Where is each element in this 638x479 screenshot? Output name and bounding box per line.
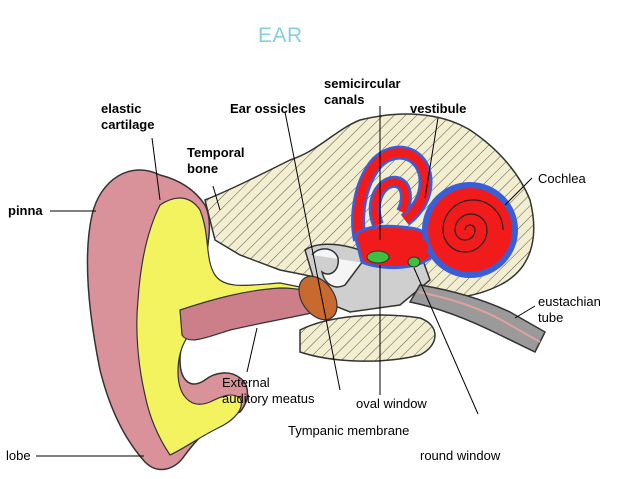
temporal-bone-lower [299, 314, 436, 362]
label-cochlea: Cochlea [538, 171, 586, 186]
eustachian-tube-shape [408, 284, 546, 353]
label-tympanic-membrane: Tympanic membrane [288, 423, 410, 438]
tympanic-membrane-shape [298, 275, 338, 321]
round-window-shape [407, 256, 421, 268]
label-vestibule: vestibule [410, 101, 467, 116]
label-lobe: lobe [6, 448, 31, 463]
label-semicircular-canals: semicircular canals [324, 76, 401, 107]
label-eustachian-tube: eustachian tube [538, 294, 601, 325]
elastic-cartilage-shape [136, 197, 301, 456]
label-pinna: pinna [8, 203, 43, 218]
label-oval-window: oval window [356, 396, 427, 411]
label-external-auditory-meatus: External auditory meatus [222, 375, 315, 406]
oval-window-shape [366, 250, 390, 264]
label-temporal-bone: Temporal bone [187, 145, 245, 176]
diagram-title: EAR [258, 24, 303, 47]
label-round-window: round window [420, 448, 501, 463]
label-elastic-cartilage: elastic cartilage [101, 101, 155, 132]
leader-lines [36, 106, 536, 457]
label-ear-ossicles: Ear ossicles [230, 101, 306, 116]
